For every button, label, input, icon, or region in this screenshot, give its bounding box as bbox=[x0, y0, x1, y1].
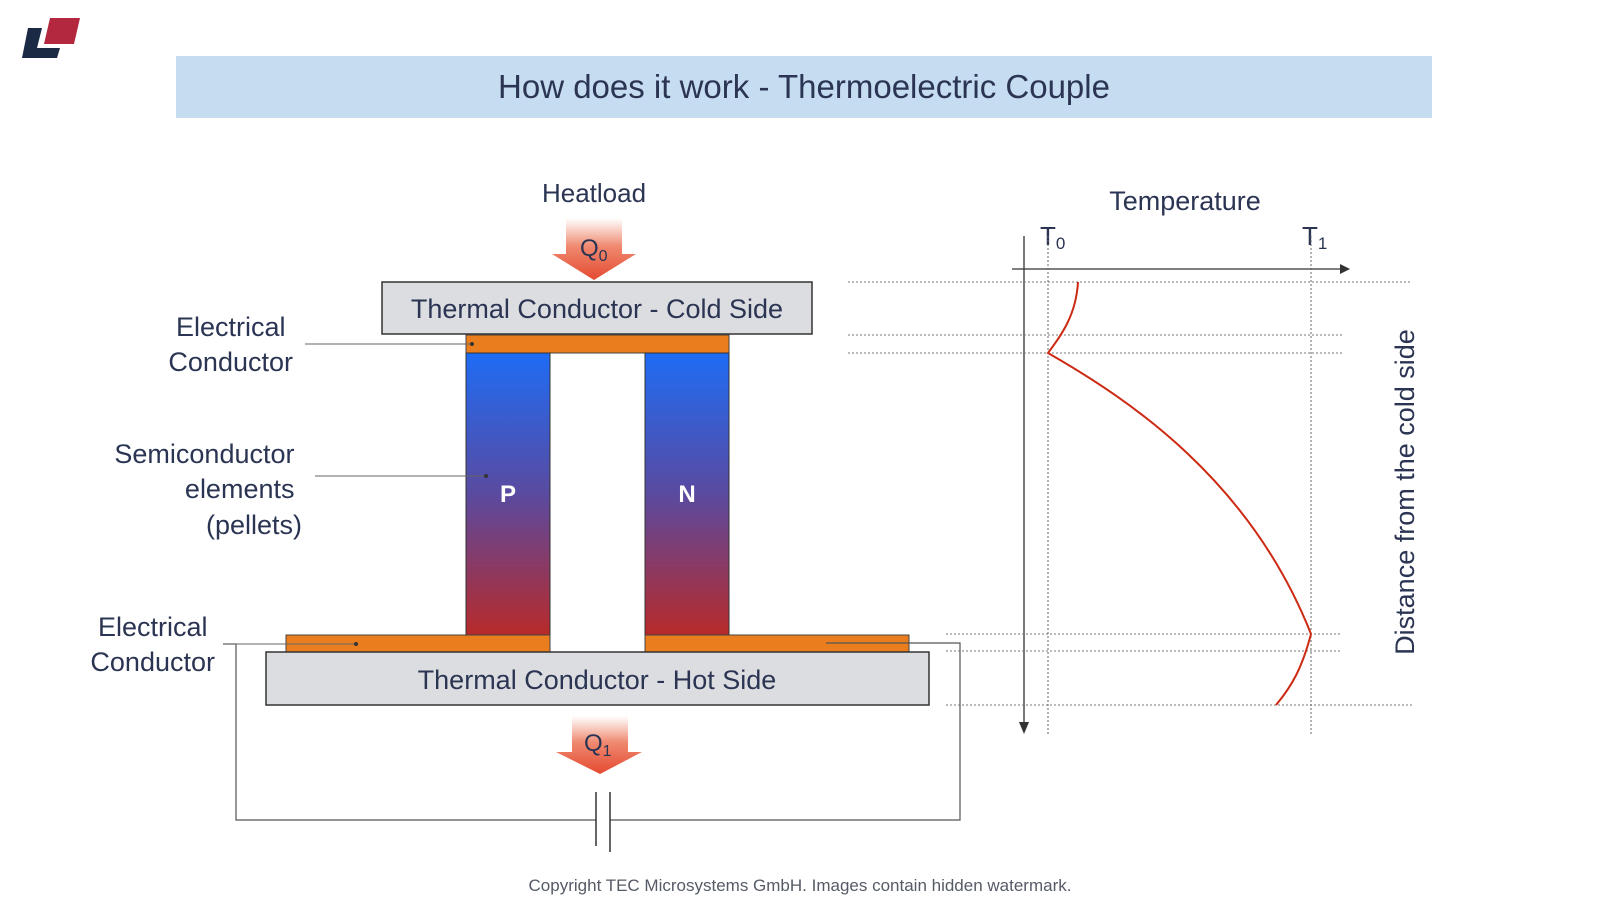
q0-sub: 0 bbox=[599, 248, 608, 265]
t1-label: T1 bbox=[1302, 221, 1327, 253]
leader-dot-bottom bbox=[354, 642, 358, 646]
logo-dark-shape bbox=[22, 28, 60, 58]
hot-side-label: Thermal Conductor - Hot Side bbox=[418, 665, 777, 695]
semiconductor-label: Semiconductor elements (pellets) bbox=[114, 439, 302, 540]
leader-dot-top bbox=[470, 342, 474, 346]
logo-red-shape bbox=[44, 18, 80, 44]
n-label: N bbox=[678, 481, 695, 508]
circuit-wire-right bbox=[610, 642, 961, 821]
semi-line2: elements bbox=[185, 474, 295, 504]
company-logo bbox=[22, 18, 80, 58]
semi-line3: (pellets) bbox=[206, 510, 302, 540]
heatload-label: Heatload bbox=[542, 178, 646, 208]
electrical-conductor-bottom-label: Electrical Conductor bbox=[90, 612, 215, 677]
temperature-profile-curve bbox=[1046, 281, 1313, 706]
top-electrical-conductor bbox=[465, 334, 730, 354]
cold-side-label: Thermal Conductor - Cold Side bbox=[411, 294, 783, 324]
t1-base: T bbox=[1302, 221, 1318, 251]
slide-title-bar: How does it work - Thermoelectric Couple bbox=[176, 56, 1432, 118]
electrical-conductor-top-label: Electrical Conductor bbox=[168, 312, 293, 377]
q1-base: Q bbox=[584, 730, 603, 757]
cold-side-plate bbox=[381, 281, 813, 335]
hot-side-plate bbox=[265, 651, 930, 706]
t1-sub: 1 bbox=[1318, 234, 1327, 253]
temperature-title: Temperature bbox=[1109, 186, 1261, 216]
semi-line1: Semiconductor bbox=[114, 439, 294, 469]
heatload-arrow bbox=[552, 218, 636, 280]
leader-dot-semi bbox=[484, 474, 488, 478]
copyright-footer: Copyright TEC Microsystems GmbH. Images … bbox=[528, 876, 1072, 895]
q1-sub: 1 bbox=[603, 743, 612, 760]
ect-line1: Electrical bbox=[176, 312, 286, 342]
q1-arrow bbox=[556, 716, 642, 774]
distance-axis-label: Distance from the cold side bbox=[1390, 329, 1420, 655]
temperature-axis-arrowhead bbox=[1340, 264, 1350, 274]
ecb-line1: Electrical bbox=[98, 612, 208, 642]
p-pellet bbox=[465, 352, 551, 636]
ect-line2: Conductor bbox=[168, 347, 293, 377]
p-label: P bbox=[500, 481, 516, 508]
q1-label: Q1 bbox=[584, 730, 612, 760]
q0-label: Q0 bbox=[580, 235, 608, 265]
t0-label: T0 bbox=[1040, 221, 1065, 253]
t0-sub: 0 bbox=[1056, 234, 1065, 253]
n-pellet bbox=[644, 352, 730, 636]
slide-title: How does it work - Thermoelectric Couple bbox=[498, 68, 1110, 105]
distance-axis-arrowhead bbox=[1019, 722, 1029, 734]
q0-base: Q bbox=[580, 235, 599, 262]
ecb-line2: Conductor bbox=[90, 647, 215, 677]
